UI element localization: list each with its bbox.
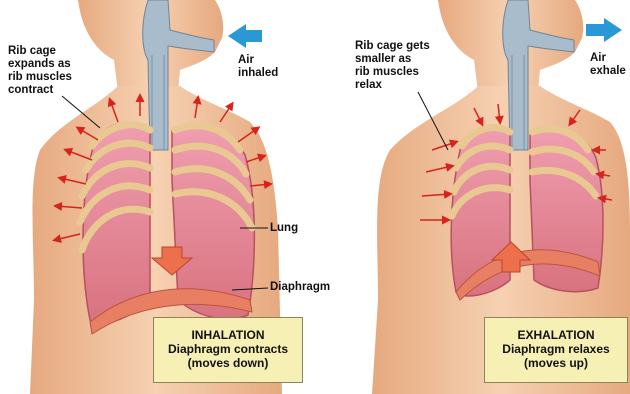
air-exhaled-arrow	[586, 18, 622, 42]
air-inhaled-arrow	[228, 24, 262, 48]
label-line: inhaled	[238, 67, 278, 80]
diaphragm-label: Diaphragm	[270, 281, 330, 294]
left-lung-shape	[83, 123, 150, 324]
label-line: rib muscles	[8, 71, 72, 84]
caption-line: Diaphragm relaxes	[485, 342, 627, 356]
caption-title: INHALATION	[154, 328, 302, 342]
caption-line: (moves up)	[485, 356, 627, 370]
label-line: relax	[355, 79, 430, 92]
label-line: rib muscles	[355, 66, 430, 79]
label-line: contract	[8, 84, 72, 97]
lung-label: Lung	[270, 222, 298, 235]
label-line: exhale	[590, 65, 626, 78]
rib-cage-smaller-label: Rib cage gets smaller as rib muscles rel…	[355, 40, 430, 92]
caption-title: EXHALATION	[485, 328, 627, 342]
inhalation-caption-box: INHALATION Diaphragm contracts (moves do…	[153, 317, 303, 383]
caption-line: (moves down)	[154, 356, 302, 370]
caption-line: Diaphragm contracts	[154, 342, 302, 356]
air-exhale-label: Air exhale	[590, 52, 626, 78]
rib-cage-expands-label: Rib cage expands as rib muscles contract	[8, 45, 72, 97]
label-line: Rib cage gets	[355, 40, 430, 53]
label-line: expands as	[8, 58, 72, 71]
label-line: Air	[590, 52, 626, 65]
label-line: smaller as	[355, 53, 430, 66]
air-inhaled-label: Air inhaled	[238, 54, 278, 80]
exhalation-caption-box: EXHALATION Diaphragm relaxes (moves up)	[484, 317, 628, 383]
label-line: Rib cage	[8, 45, 72, 58]
label-line: Air	[238, 54, 278, 67]
